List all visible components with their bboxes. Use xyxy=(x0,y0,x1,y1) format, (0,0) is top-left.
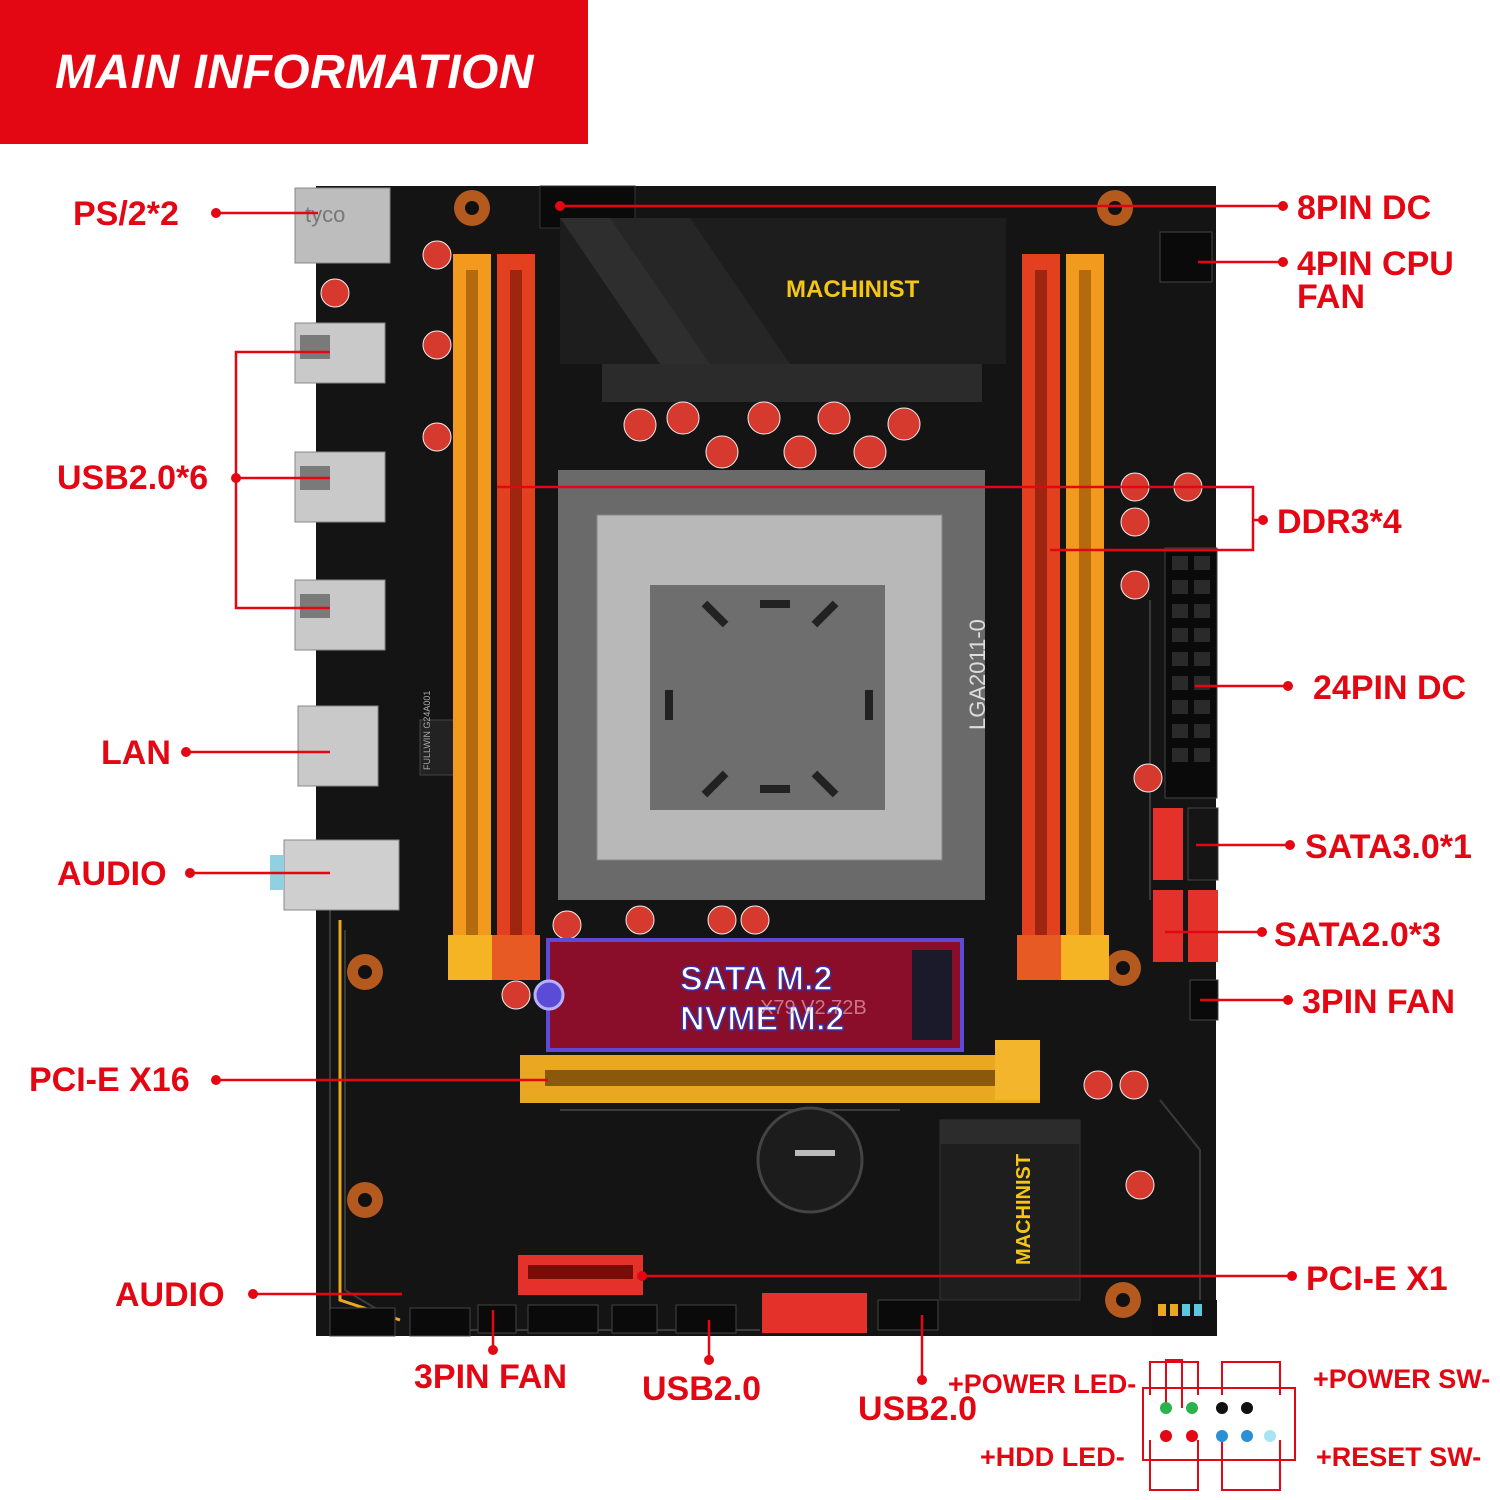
label-usb20x6: USB2.0*6 xyxy=(57,459,209,497)
audio-port xyxy=(270,839,400,911)
chipset-heatsink: MACHINIST xyxy=(939,1119,1081,1301)
label-audio-rear: AUDIO xyxy=(57,855,167,893)
24pin-connector xyxy=(1164,547,1218,799)
cmos-battery xyxy=(756,1106,864,1214)
callout-lines xyxy=(186,204,1292,1380)
label-8pin-dc: 8PIN DC xyxy=(1297,189,1432,227)
label-power-sw: +POWER SW- xyxy=(1313,1364,1491,1394)
front-panel-pinout xyxy=(1142,1359,1296,1491)
label-lan: LAN xyxy=(101,734,171,772)
label-cpu-fan-line2: FAN xyxy=(1297,278,1365,316)
m2-slot: SATA M.2 NVME M.2 X79 V2.72B xyxy=(533,938,964,1052)
label-sata3x1: SATA3.0*1 xyxy=(1305,828,1472,866)
brand-logo-top: MACHINIST xyxy=(786,276,920,303)
cpu-socket: LGA2011-0 xyxy=(558,470,990,900)
socket-label-text: LGA2011-0 xyxy=(965,619,990,730)
front-panel-header-board xyxy=(1152,1300,1217,1336)
brand-logo-chipset: MACHINIST xyxy=(1013,1154,1035,1265)
label-24pin-dc: 24PIN DC xyxy=(1313,669,1467,707)
label-usb20-b: USB2.0 xyxy=(858,1390,978,1428)
m2-nvme-text: NVME M.2 xyxy=(680,1000,844,1038)
label-3pin-fan-right: 3PIN FAN xyxy=(1302,983,1456,1021)
label-hdd-led: +HDD LED- xyxy=(980,1442,1125,1472)
m2-sata-text: SATA M.2 xyxy=(680,960,832,998)
cpu-fan-header xyxy=(1159,231,1213,283)
label-ps2: PS/2*2 xyxy=(73,195,179,233)
main-information-banner: MAIN INFORMATION xyxy=(0,0,588,144)
usb-ports xyxy=(294,322,386,651)
label-sata2x3: SATA2.0*3 xyxy=(1274,916,1441,954)
ps2-brand-text: tyco xyxy=(305,202,345,227)
label-ddr3x4: DDR3*4 xyxy=(1277,503,1402,541)
vrm-heatsink: MACHINIST xyxy=(560,218,1006,402)
label-cpu-fan-line1: 4PIN CPU xyxy=(1297,245,1454,283)
usb3-header xyxy=(762,1293,867,1333)
pcie-x16-slot xyxy=(520,1040,1040,1103)
label-audio-front: AUDIO xyxy=(115,1276,225,1314)
label-usb20-a: USB2.0 xyxy=(642,1370,762,1408)
ps2-port: tyco xyxy=(294,187,391,264)
dimm-slots xyxy=(448,254,1109,980)
bottom-headers xyxy=(329,1299,939,1337)
lan-chip-text: FULLWIN G24A001 xyxy=(422,691,432,770)
label-power-led: +POWER LED- xyxy=(948,1369,1137,1399)
board-model-text: X79 V2.72B xyxy=(760,997,867,1019)
label-3pin-fan-bottom: 3PIN FAN xyxy=(414,1358,568,1396)
label-pcie-x16: PCI-E X16 xyxy=(29,1061,190,1099)
label-pcie-x1: PCI-E X1 xyxy=(1306,1260,1448,1298)
callout-dots xyxy=(181,201,1297,1385)
sata-ports xyxy=(1153,807,1219,962)
label-reset-sw: +RESET SW- xyxy=(1316,1442,1482,1472)
